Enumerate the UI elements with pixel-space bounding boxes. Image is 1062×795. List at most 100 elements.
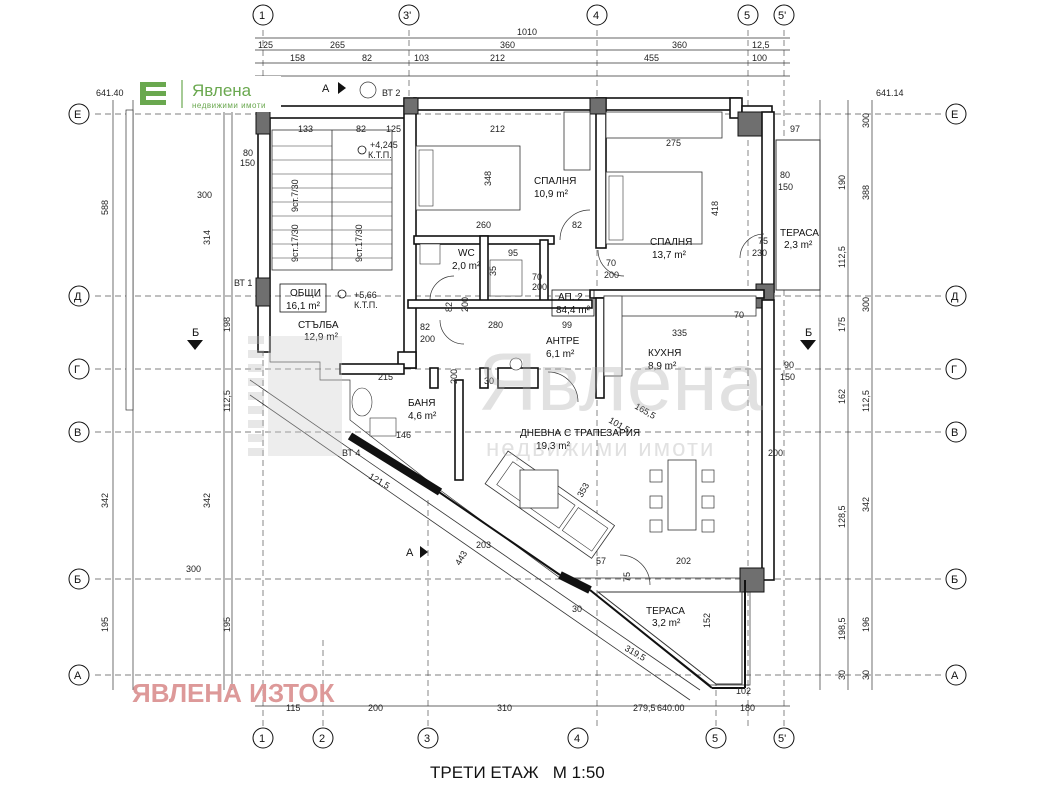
room-area-common: 16,1 m² — [286, 301, 321, 312]
brand-name: Явлена — [192, 81, 252, 100]
dim-label: 180 — [740, 703, 755, 713]
room-area-stair: 12,9 m² — [304, 332, 339, 343]
dim-label: 30 — [572, 604, 582, 614]
dim-label: 102 — [736, 686, 751, 696]
axis-label: В — [951, 427, 958, 439]
dim-label: 80 — [243, 148, 253, 158]
axis-label: 5' — [778, 10, 786, 22]
room-name-hall: АНТРЕ — [546, 336, 580, 347]
level-note: +5,66 — [354, 290, 377, 300]
dim-label: 195 — [100, 617, 110, 632]
dim-label: 360 — [500, 40, 515, 50]
room-name-kitchen: КУХНЯ — [648, 348, 681, 359]
room-name-terrace1: ТЕРАСА — [780, 228, 819, 239]
bed-icon — [415, 145, 521, 211]
dim-label: 70 — [532, 272, 542, 282]
axis-label: 5 — [744, 10, 750, 22]
dim-label: 300 — [861, 113, 871, 128]
bottom-dimensions: 115 200 310 279,5 180 640.00 641.40 641.… — [96, 88, 904, 713]
dim-label: 342 — [100, 493, 110, 508]
apartment-name: АП. 2 — [558, 292, 583, 303]
dim-label: 99 — [562, 320, 572, 330]
annotations: ВТ 2 ВТ 1 ВТ 4 +4,245 К.Т.П. +5,66 К.Т.П… — [234, 88, 400, 458]
dim-label: 162 — [837, 389, 847, 404]
dim-label: 125 — [386, 124, 401, 134]
dim-label: 314 — [202, 230, 212, 245]
axis-label: Б — [951, 574, 958, 586]
dim-label: 133 — [298, 124, 313, 134]
axis-label: Г — [74, 364, 80, 376]
room-name-bedroom1: СПАЛНЯ — [534, 176, 576, 187]
dim-label: 300 — [197, 190, 212, 200]
dim-label: 319,5 — [623, 643, 648, 663]
dim-label: 30 — [861, 670, 871, 680]
section-mark-b: Б — [805, 327, 812, 339]
dim-label: 342 — [861, 497, 871, 512]
dim-label: 203 — [476, 540, 491, 550]
axis-label: Г — [951, 364, 957, 376]
dim-label: 198,5 — [837, 617, 847, 640]
room-area-bedroom1: 10,9 m² — [534, 189, 569, 200]
toilet-icon — [419, 243, 441, 265]
dim-label: 75 — [758, 236, 768, 246]
room-name-bedroom2: СПАЛНЯ — [650, 237, 692, 248]
apartment-area: 84,4 m² — [556, 305, 591, 316]
dim-label: 202 — [676, 556, 691, 566]
axis-label: 2 — [319, 733, 325, 745]
dim-label: 82 — [362, 53, 372, 63]
dim-label: 70 — [734, 310, 744, 320]
room-name-wc: WC — [458, 248, 475, 259]
watermark: Явлена недвижими имоти — [248, 336, 764, 462]
axis-label: Е — [951, 109, 958, 121]
dim-label: 443 — [453, 549, 469, 567]
side-dimensions: 588 342 195 300 314 198 112,5 342 195 30… — [100, 100, 873, 690]
dim-label: 230 — [752, 248, 767, 258]
dim-label: 300 — [186, 564, 201, 574]
dim-label: 158 — [290, 53, 305, 63]
dim-label: 12,5 — [752, 40, 770, 50]
dim-label: 360 — [672, 40, 687, 50]
dim-label: 30 — [484, 376, 494, 386]
dim-label: 455 — [644, 53, 659, 63]
axis-label: 1 — [259, 10, 265, 22]
dim-label: 90 — [784, 360, 794, 370]
room-area-hall: 6,1 m² — [546, 349, 575, 360]
dim-label: 195 — [222, 617, 232, 632]
axis-label: Д — [951, 291, 959, 303]
room-name-terrace2: ТЕРАСА — [646, 606, 685, 617]
section-mark-a: A — [322, 83, 330, 95]
dim-label: 200 — [420, 334, 435, 344]
dim-label: 212 — [490, 124, 505, 134]
brand-logo: Явлена недвижими имоти — [136, 76, 281, 112]
dim-label: 97 — [790, 124, 800, 134]
room-name-bathroom: БАНЯ — [408, 398, 435, 409]
dim-label: 112,5 — [222, 390, 232, 412]
axis-bubbles-rows: Е Д Г В Б А Е Д Г В Б А — [68, 103, 967, 686]
room-name-common: ОБЩИ — [290, 288, 321, 299]
dim-label: 348 — [483, 171, 493, 186]
dim-label: 70 — [606, 258, 616, 268]
dim-label: 196 — [861, 617, 871, 632]
axis-bubbles-bottom: 1 2 3 4 5 5' — [252, 727, 795, 749]
dim-label: 200 — [449, 369, 459, 384]
dim-label: 588 — [100, 200, 110, 215]
dim-label: 418 — [710, 201, 720, 216]
axis-label: В — [74, 427, 81, 439]
dim-label: 198 — [222, 317, 232, 332]
sink-icon — [369, 417, 397, 437]
dim-label: 112,5 — [861, 390, 871, 412]
dim-label: 388 — [861, 185, 871, 200]
room-labels: СПАЛНЯ 10,9 m² СПАЛНЯ 13,7 m² WC 2,0 m² … — [279, 176, 819, 629]
watermark-tagline: недвижими имоти — [486, 435, 715, 462]
dim-label: 125 — [258, 40, 273, 50]
walls — [249, 97, 775, 701]
dim-label: 82 — [420, 322, 430, 332]
axis-label: 5 — [712, 733, 718, 745]
dim-label: 175 — [837, 317, 847, 332]
wardrobe-icon — [605, 111, 723, 139]
dining-table-icon — [667, 459, 697, 531]
room-area-bedroom2: 13,7 m² — [652, 250, 687, 261]
office-stamp: ЯВЛЕНА ИЗТОК — [132, 678, 335, 708]
dim-label: 30 — [837, 670, 847, 680]
